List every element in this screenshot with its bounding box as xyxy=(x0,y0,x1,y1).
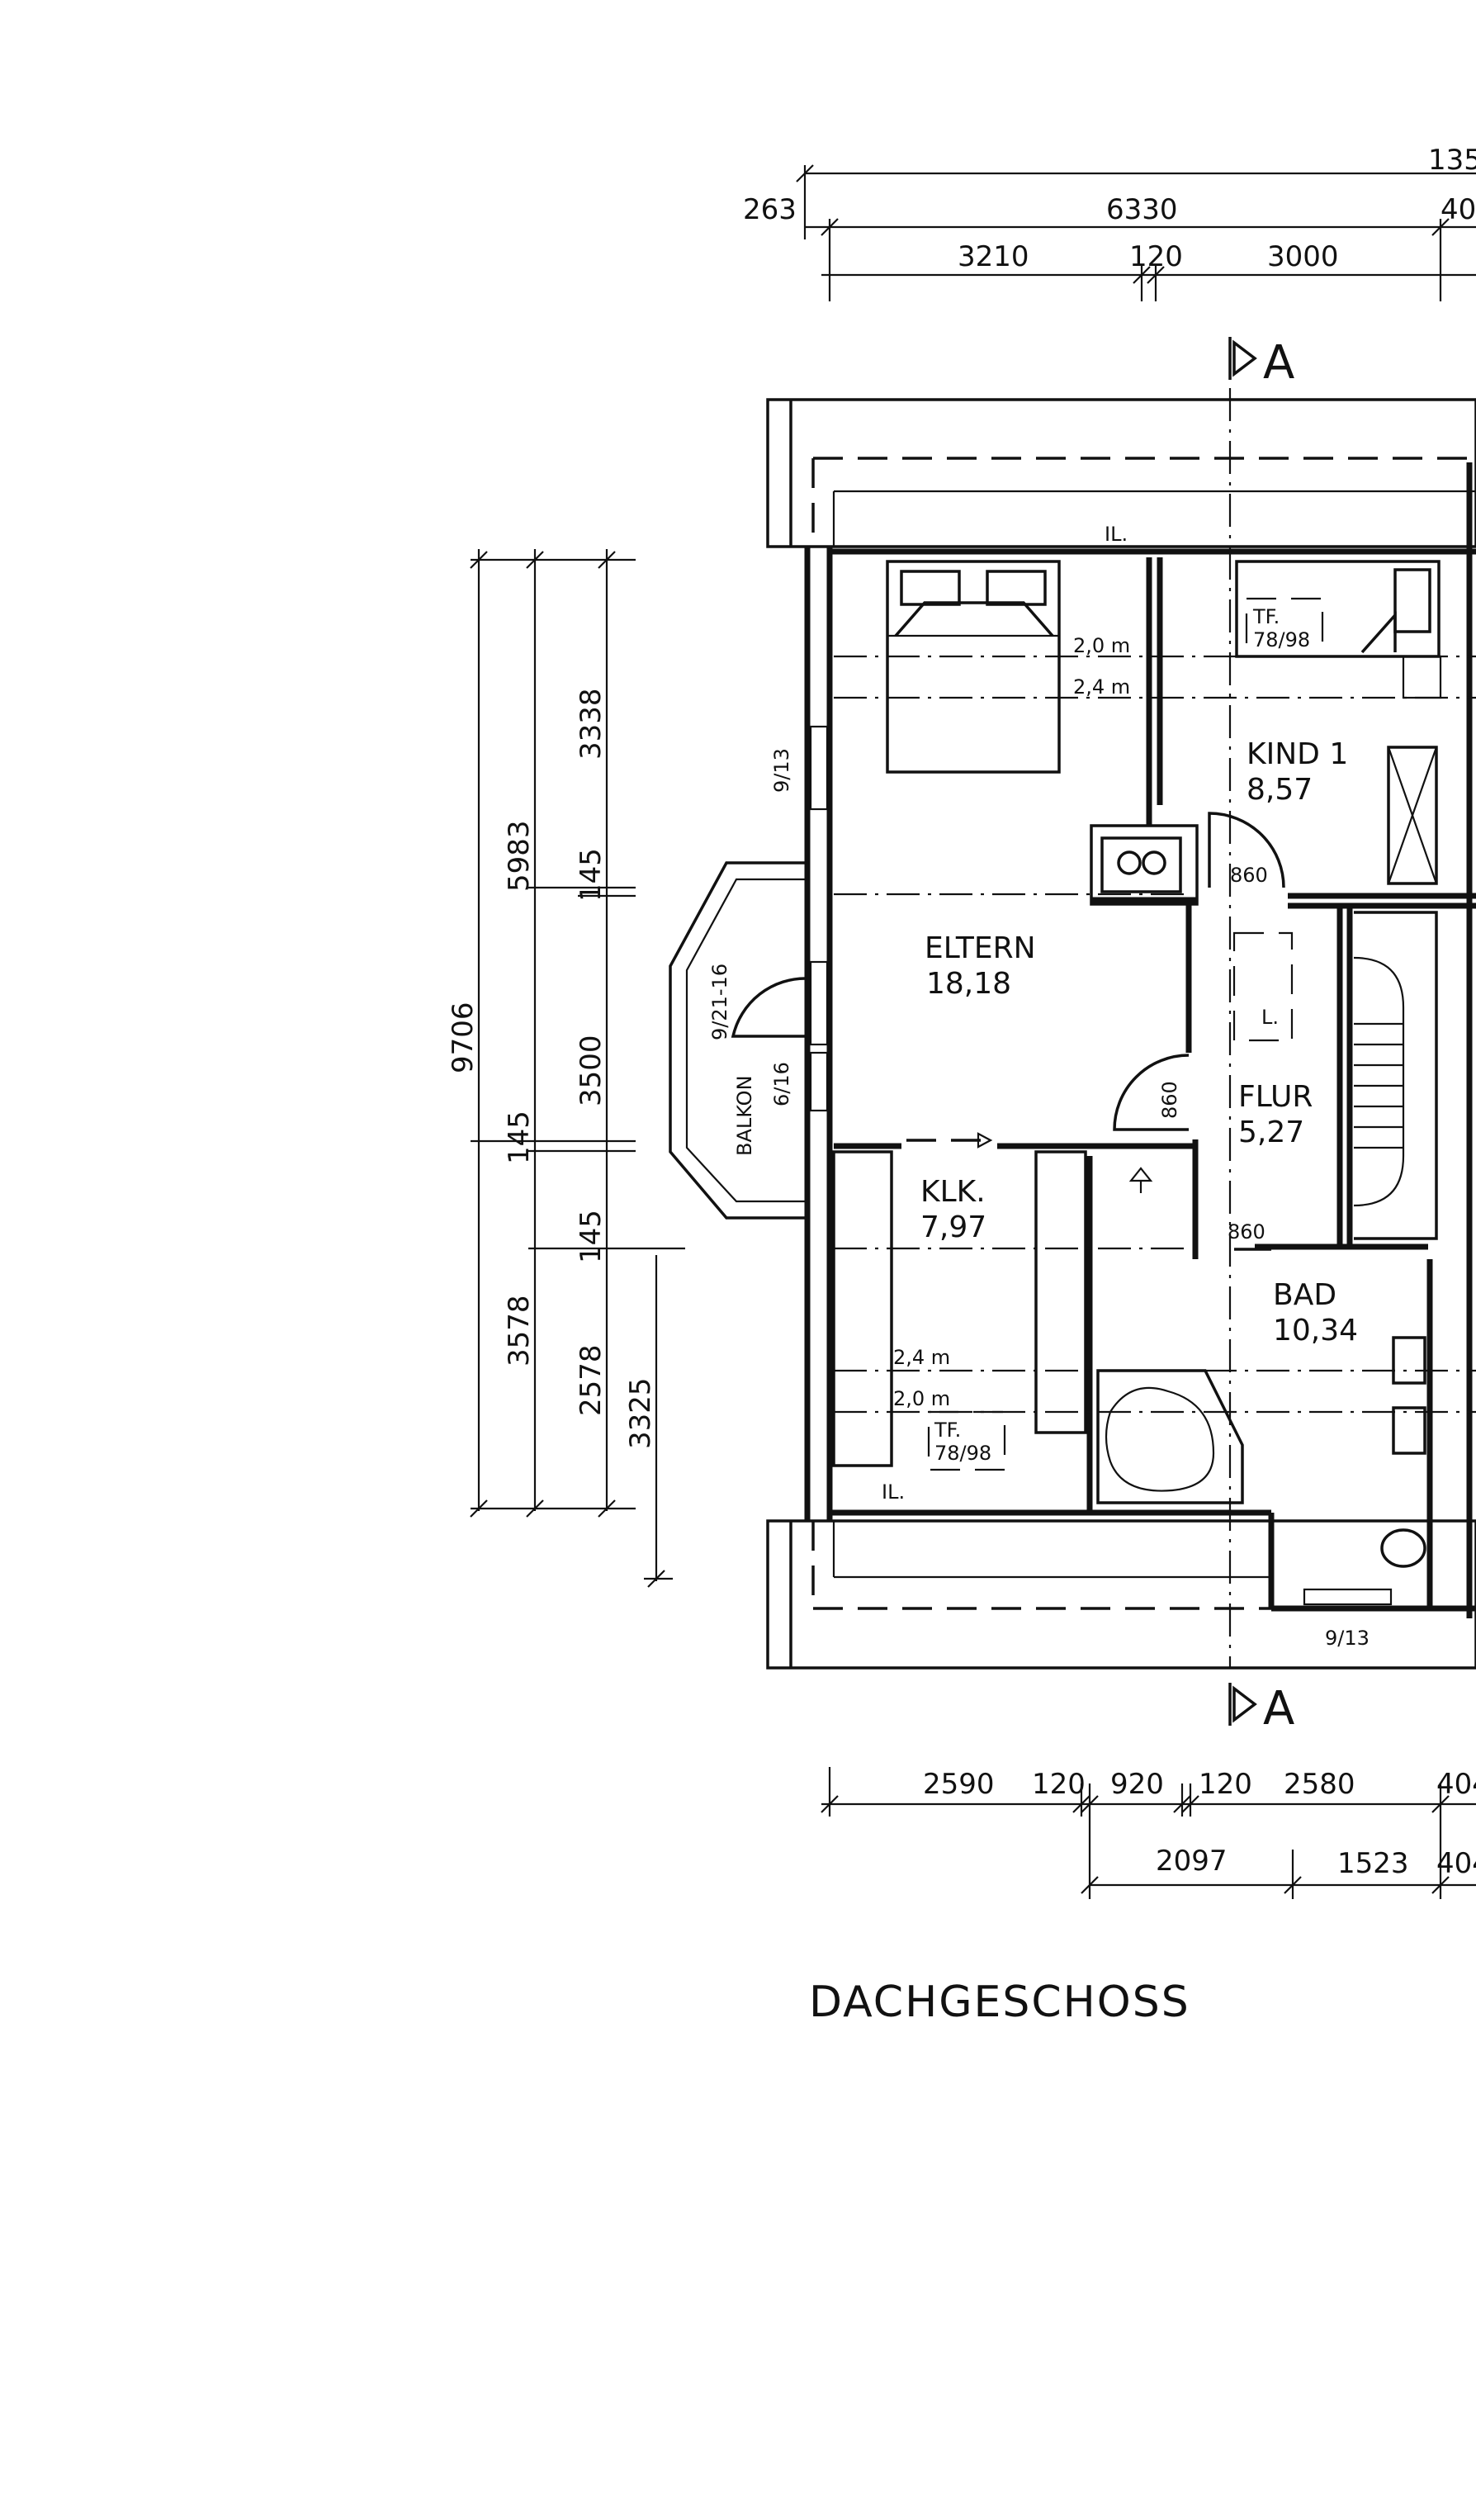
dim-left-inner-5: 145 xyxy=(575,1210,608,1263)
height-label-eltern-2-4: 2,4 m xyxy=(1073,675,1130,699)
section-label-bottom: A xyxy=(1263,1682,1294,1736)
wardrobe-kind xyxy=(1387,746,1438,885)
staircase xyxy=(1353,911,1438,1240)
dim-left-inner-3: 3500 xyxy=(575,1035,608,1106)
room-area-kind: 8,57 xyxy=(1247,773,1313,807)
dim-top-main-right: 40 xyxy=(1441,193,1476,226)
room-name-bad: BAD xyxy=(1273,1278,1336,1312)
room-name-kind: KIND 1 xyxy=(1247,737,1348,771)
dim-bottom-2: 120 xyxy=(1032,1768,1086,1801)
skylight-kind-label-top: TF. xyxy=(1252,605,1280,628)
skylight-flur: L. xyxy=(1232,931,1294,1042)
light-bottom-label: IL. xyxy=(882,1480,905,1504)
dim-left-inner-1: 3338 xyxy=(575,688,608,760)
windows-left xyxy=(809,725,829,1112)
dim-top-sub-3: 3000 xyxy=(1267,240,1339,273)
room-name-klk: KLK. xyxy=(920,1175,986,1209)
double-bed xyxy=(886,560,1061,774)
room-area-klk: 7,97 xyxy=(920,1210,986,1244)
dim-top-overhang: 263 xyxy=(743,193,797,226)
dim-top-total: 1359 xyxy=(1428,144,1476,177)
left-dimensions: 9706 5983 3578 3338 145 3500 145 145 257… xyxy=(447,549,685,1588)
room-area-bad: 10,34 xyxy=(1273,1314,1358,1348)
skylight-klk-label-top: TF. xyxy=(934,1419,961,1442)
door-klk[interactable] xyxy=(906,1132,993,1149)
dim-top-sub-2: 120 xyxy=(1129,240,1183,273)
door-eltern-label: 860 xyxy=(1158,1081,1181,1119)
dim-top-sub-1: 3210 xyxy=(958,240,1029,273)
door-kind-label: 860 xyxy=(1230,864,1268,887)
light-flur-label: L. xyxy=(1261,1006,1279,1029)
door-bad[interactable]: 860 xyxy=(1228,1220,1271,1251)
section-marker-top: A xyxy=(1228,336,1294,390)
window-bottom-label: 9/13 xyxy=(1325,1627,1370,1650)
dim-bottom-3: 920 xyxy=(1110,1768,1164,1801)
door-eltern[interactable]: 860 xyxy=(1113,1054,1190,1131)
balcony-label: BALKON xyxy=(733,1075,756,1156)
dim-bottom-1: 2590 xyxy=(923,1768,995,1801)
height-label-klk-2-0: 2,0 m xyxy=(893,1387,950,1410)
dim-top-main: 6330 xyxy=(1106,193,1178,226)
room-area-eltern: 18,18 xyxy=(926,967,1011,1001)
dim-bottom-row2-2: 1523 xyxy=(1337,1847,1409,1880)
balcony: BALKON 9/21-16 6/16 9/13 xyxy=(669,748,808,1220)
balcony-window-label: 6/16 xyxy=(770,1062,793,1106)
top-dimensions: 1359 263 6330 40 3210 120 3000 xyxy=(743,144,1476,301)
window-left-label: 9/13 xyxy=(770,748,793,793)
bath-fixtures xyxy=(1380,1336,1426,1568)
section-marker-bottom: A xyxy=(1228,1682,1294,1736)
bathtub xyxy=(1096,1369,1244,1504)
dim-bottom-5: 2580 xyxy=(1284,1768,1355,1801)
walls xyxy=(804,462,1476,1618)
dim-left-outer-1: 5983 xyxy=(503,820,536,892)
dim-left-total: 9706 xyxy=(447,1002,480,1073)
plan-title: DACHGESCHOSS xyxy=(809,1978,1190,2027)
skylight-kind-label-bottom: 78/98 xyxy=(1253,628,1310,651)
balcony-door-label: 9/21-16 xyxy=(708,964,731,1040)
room-area-flur: 5,27 xyxy=(1238,1116,1304,1149)
height-label-klk-2-4: 2,4 m xyxy=(893,1346,950,1369)
section-label-top: A xyxy=(1263,336,1294,390)
window-bottom: 9/13 xyxy=(1303,1588,1393,1650)
roof-eaves: IL. IL. xyxy=(766,398,1476,1670)
knee-wall-lines xyxy=(834,388,1476,1668)
room-name-eltern: ELTERN xyxy=(925,931,1036,965)
dim-bottom-6: 404 xyxy=(1436,1768,1476,1801)
dim-bottom-row2-3: 404 xyxy=(1436,1847,1476,1880)
room-name-flur: FLUR xyxy=(1238,1080,1313,1114)
single-bed xyxy=(1235,560,1442,699)
dim-left-outer-2: 3578 xyxy=(503,1295,536,1367)
height-label-eltern-2-0: 2,0 m xyxy=(1073,634,1130,657)
dim-left-inner-4: 145 xyxy=(503,1111,536,1164)
door-kind[interactable]: 860 xyxy=(1208,812,1285,888)
dim-left-inner-2: 145 xyxy=(575,848,608,902)
dim-bottom-row2-1: 2097 xyxy=(1156,1845,1228,1878)
dim-left-extra: 3325 xyxy=(624,1377,657,1449)
dim-bottom-4: 120 xyxy=(1199,1768,1252,1801)
skylight-klk-label-bottom: 78/98 xyxy=(934,1442,991,1465)
stove-unit xyxy=(1100,836,1182,893)
dim-left-inner-6: 2578 xyxy=(575,1344,608,1416)
skylight-klk: TF. 78/98 xyxy=(927,1410,1006,1471)
skylight-kind: TF. 78/98 xyxy=(1245,597,1324,658)
bottom-dimensions: 2590 120 920 120 2580 404 2097 1523 404 xyxy=(821,1767,1476,1899)
light-top-label: IL. xyxy=(1105,523,1128,546)
closet-klk xyxy=(832,1150,1087,1467)
door-bad-label: 860 xyxy=(1228,1220,1265,1243)
arrow-up-icon xyxy=(1128,1167,1153,1193)
